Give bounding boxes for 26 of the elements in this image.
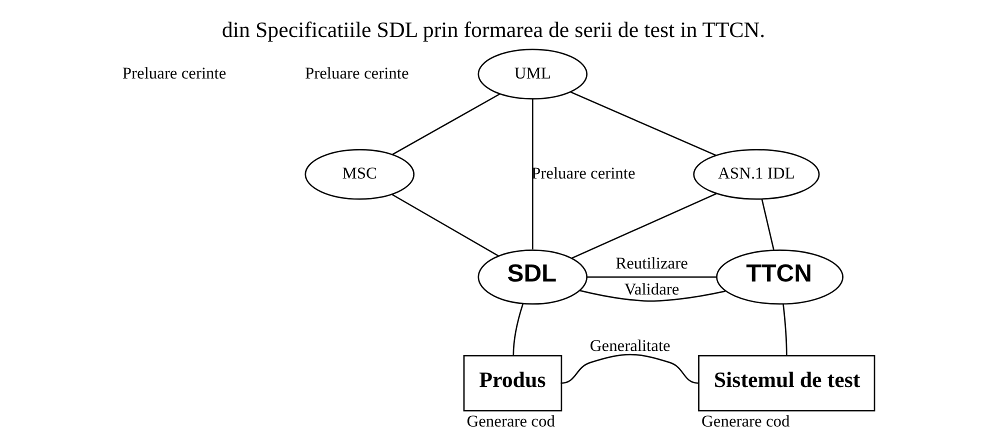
connector: [512, 304, 524, 356]
node-ellipse: SDL: [478, 249, 588, 305]
connector: [572, 192, 717, 259]
connector: [586, 276, 716, 278]
node-ellipse: TTCN: [716, 249, 844, 305]
connector: [580, 290, 726, 302]
node-label: Generare cod: [466, 412, 555, 431]
edge-label: Reutilizare: [616, 253, 688, 272]
label: Preluare cerinte: [122, 63, 226, 82]
node-ellipse: UML: [478, 48, 588, 100]
caption: din Specificatiile SDL prin formarea de serii de test in TTCN.: [222, 16, 766, 42]
connector: [782, 304, 788, 356]
connector: [392, 93, 500, 156]
node-box: Produs: [463, 355, 562, 412]
label: Preluare cerinte: [304, 63, 409, 82]
node-ellipse: MSC: [304, 148, 415, 200]
node-box: Sistemul de test: [698, 355, 876, 412]
edge-label: Generalitate: [590, 336, 670, 356]
connector: [570, 91, 716, 156]
node-label: Generare cod: [702, 412, 790, 431]
edge-label: Validare: [624, 279, 680, 298]
connector: [761, 199, 774, 250]
connector: [532, 98, 534, 250]
connector: [391, 194, 499, 256]
node-ellipse: ASN.1 IDL: [693, 148, 820, 200]
connector: [560, 354, 699, 384]
